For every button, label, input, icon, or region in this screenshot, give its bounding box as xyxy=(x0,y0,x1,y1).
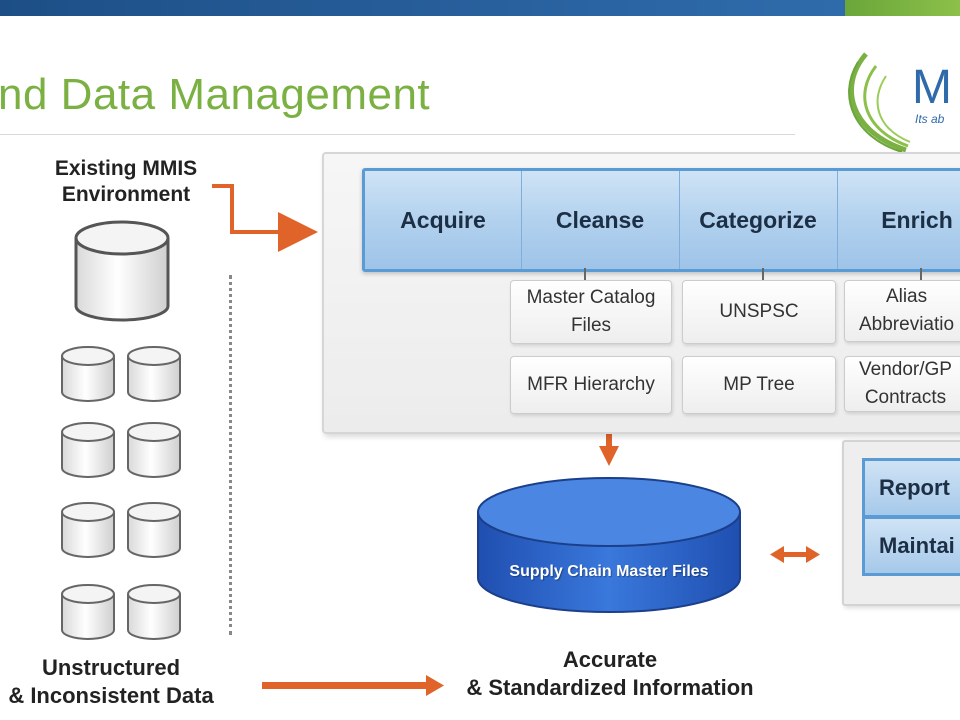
existing-to-process-arrow xyxy=(212,184,318,252)
unstructured-data-label: Unstructured & Inconsistent Data xyxy=(0,654,222,709)
process-to-masterfiles-arrow xyxy=(599,432,619,466)
existing-database-icon xyxy=(74,220,170,322)
maintain-box: Maintai xyxy=(862,516,960,576)
unstructured-line2: & Inconsistent Data xyxy=(8,682,214,708)
mp-tree-box: MP Tree xyxy=(682,356,836,414)
output-line1: Accurate xyxy=(562,647,658,672)
small-database-icon xyxy=(127,584,181,640)
step-acquire: Acquire xyxy=(365,171,522,269)
mfr-hierarchy-box: MFR Hierarchy xyxy=(510,356,672,414)
supply-chain-master-files-cylinder xyxy=(477,477,741,613)
small-database-icon xyxy=(127,502,181,558)
step-cleanse: Cleanse xyxy=(521,171,680,269)
alias-abbreviation-box: Alias Abbreviatio xyxy=(844,280,960,342)
unstructured-line1: Unstructured xyxy=(41,655,181,680)
connector-enrich xyxy=(920,268,922,280)
small-database-icon xyxy=(127,346,181,402)
title-divider xyxy=(0,134,795,135)
vendor-contracts-box: Vendor/GP Contracts xyxy=(844,356,960,412)
vertical-dotted-divider xyxy=(229,275,232,635)
step-categorize: Categorize xyxy=(679,171,838,269)
small-database-icon xyxy=(61,346,115,402)
logo-letters: M xyxy=(912,61,952,114)
existing-label-line1: Existing MMIS xyxy=(54,157,198,180)
slide-title: nd Data Management xyxy=(0,70,431,119)
report-box: Report xyxy=(862,458,960,518)
small-database-icon xyxy=(61,502,115,558)
small-database-icon xyxy=(127,422,181,478)
top-banner xyxy=(0,0,960,16)
bidirectional-arrow-icon xyxy=(770,546,820,563)
unstructured-to-output-arrow xyxy=(262,675,444,696)
existing-mmis-label: Existing MMIS Environment xyxy=(36,156,216,209)
logo-tagline: Its ab xyxy=(915,112,945,126)
small-database-icon xyxy=(61,584,115,640)
connector-cleanse xyxy=(584,268,586,280)
output-label: Accurate & Standardized Information xyxy=(440,646,780,701)
company-logo-swoosh xyxy=(836,46,960,154)
existing-label-line2: Environment xyxy=(61,183,191,207)
output-line2: & Standardized Information xyxy=(466,674,754,700)
master-catalog-files-box: Master Catalog Files xyxy=(510,280,672,344)
unspsc-box: UNSPSC xyxy=(682,280,836,344)
connector-categorize xyxy=(762,268,764,280)
process-steps-bar: Acquire Cleanse Categorize Enrich xyxy=(362,168,960,272)
master-files-label: Supply Chain Master Files xyxy=(509,563,709,580)
unstructured-databases-group xyxy=(61,346,181,640)
small-database-icon xyxy=(61,422,115,478)
step-enrich: Enrich xyxy=(881,206,953,233)
